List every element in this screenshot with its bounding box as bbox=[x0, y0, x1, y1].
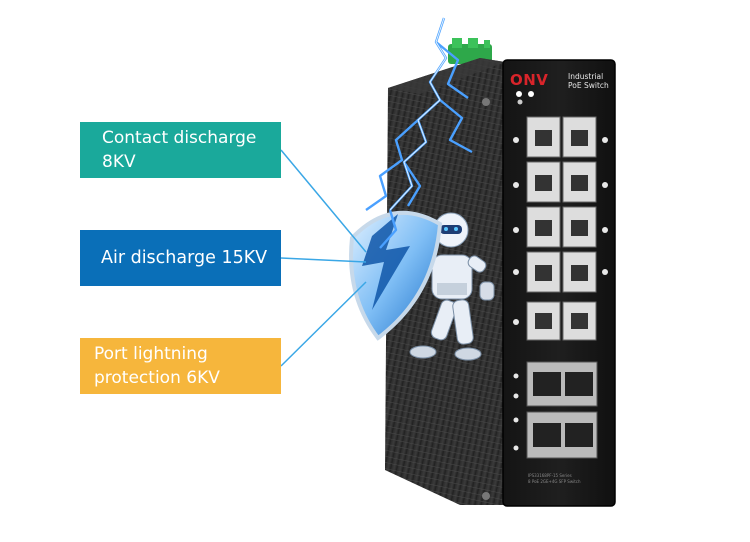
callout-port-lightning: Port lightning protection 6KV bbox=[80, 338, 281, 394]
robot-mascot bbox=[409, 212, 495, 361]
callout-air-discharge: Air discharge 15KV bbox=[80, 230, 281, 286]
callout-air-line1: Air discharge 15KV bbox=[101, 248, 268, 268]
shield-icon bbox=[349, 210, 443, 341]
rj45-port-grid bbox=[526, 116, 597, 341]
callout-contact-line2: 8KV bbox=[102, 152, 136, 172]
sfp-ports bbox=[526, 361, 598, 459]
callout-contact-discharge: Contact discharge 8KV bbox=[80, 122, 281, 178]
callout-lines bbox=[280, 149, 367, 367]
callout-port-line2: protection 6KV bbox=[94, 368, 220, 388]
brand-subtitle-line1: Industrial bbox=[568, 72, 604, 81]
brand-logo: ONV bbox=[510, 71, 549, 89]
model-label-line2: 8 PoE 2GE+4G SFP Switch bbox=[528, 479, 581, 484]
brand-subtitle-line2: PoE Switch bbox=[568, 81, 609, 90]
port-leds bbox=[513, 137, 608, 451]
model-label-line1: IPS33168PF-15 Series bbox=[528, 473, 572, 478]
callout-port-line1: Port lightning bbox=[94, 344, 208, 364]
callout-contact-line1: Contact discharge bbox=[102, 128, 257, 148]
